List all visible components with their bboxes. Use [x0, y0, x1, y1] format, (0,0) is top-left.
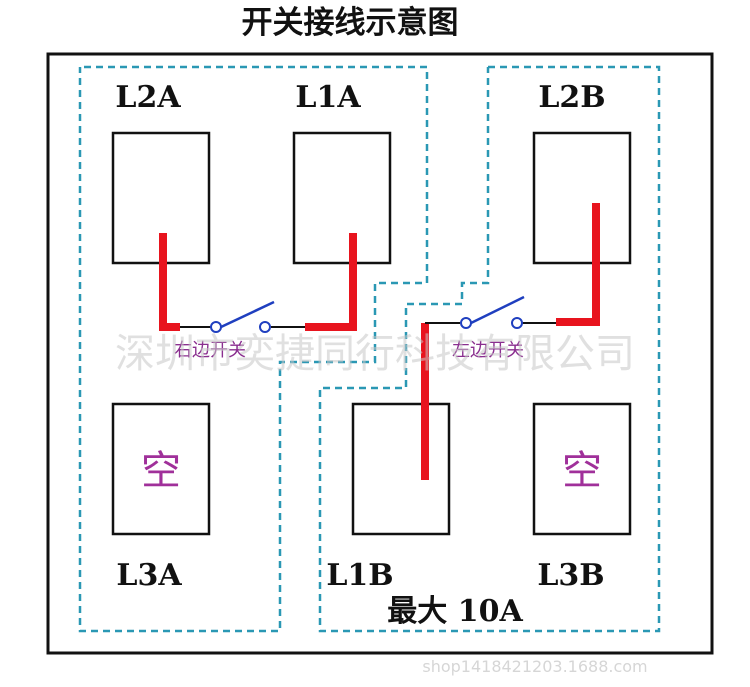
switch-label-right: 左边开关	[452, 340, 524, 361]
switch-lever-icon	[220, 300, 275, 329]
switch-lever-icon	[470, 295, 525, 325]
switch-contact-icon	[511, 317, 523, 329]
left-switch-circuit: 右边开关	[159, 233, 357, 361]
wire-l2a	[159, 233, 180, 331]
slot-box-l3a	[111, 402, 211, 536]
slot-label-l1b: L1B	[326, 558, 393, 593]
slot-label-l1a: L1A	[295, 80, 361, 115]
outer-frame	[46, 52, 714, 655]
group-b-boundary	[318, 65, 661, 633]
empty-marker-l3a: 空	[141, 448, 181, 494]
switch-contact-icon	[259, 321, 271, 333]
wire-l1a	[305, 233, 357, 331]
slot-box-l2b	[532, 131, 632, 265]
slot-box-l1b	[351, 402, 451, 536]
wire-l2b	[556, 203, 600, 326]
switch-contact-icon	[460, 317, 472, 329]
watermark-url: shop1418421203.1688.com	[422, 657, 647, 676]
right-switch-circuit: 左边开关	[421, 203, 600, 480]
slot-label-l2a: L2A	[115, 80, 181, 115]
empty-marker-l3b: 空	[562, 448, 602, 494]
group-a-boundary	[78, 65, 429, 633]
slot-label-l3a: L3A	[116, 558, 182, 593]
watermark: 深圳市奕捷同行科技有限公司	[115, 331, 635, 377]
slot-label-l3b: L3B	[537, 558, 604, 593]
switch-label-left: 右边开关	[174, 340, 246, 361]
diagram-title: 开关接线示意图	[242, 5, 459, 41]
slot-label-l2b: L2B	[538, 80, 605, 115]
max-current-label: 最大 10A	[387, 594, 523, 629]
slot-box-l1a	[292, 131, 392, 265]
slot-box-l3b	[532, 402, 632, 536]
